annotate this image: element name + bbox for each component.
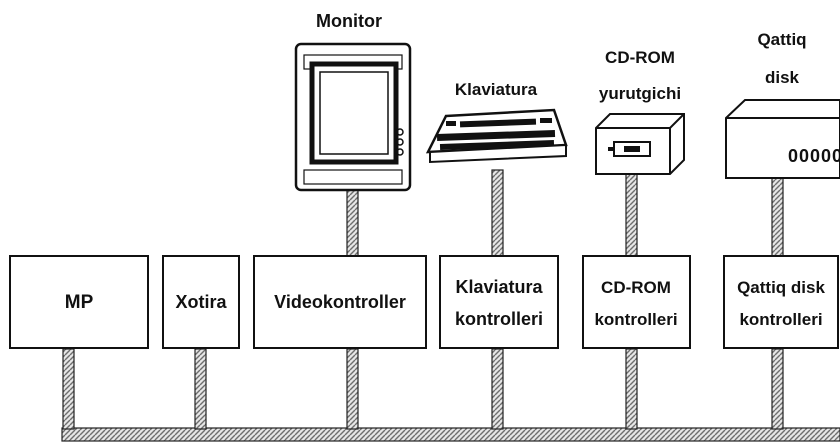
cdrom-label-line2: yurutgichi [599,84,681,103]
module-cdrom-controller: CD-ROM kontrolleri [583,256,690,348]
module-mp-label: MP [65,292,94,313]
hdd-label-line2: disk [765,68,800,87]
module-hdd-controller: Qattiq disk kontrolleri [724,256,838,348]
module-mp: MP [10,256,148,348]
monitor-label: Monitor [316,11,382,31]
connector-cdrom-ctrl [626,349,637,429]
module-video: Videokontroller [254,256,426,348]
connector-mp [63,349,74,429]
cd-ctrl-line2: kontrolleri [594,310,677,329]
connector-cdrom [626,174,637,256]
kbd-ctrl-line1: Klaviatura [455,277,543,297]
system-bus [62,428,840,441]
hdd-label-line1: Qattiq [757,30,806,49]
connector-memory [195,349,206,429]
hdd-device: Qattiq disk 00000 [726,30,840,178]
connector-hdd-ctrl [772,349,783,429]
cd-ctrl-line1: CD-ROM [601,278,671,297]
keyboard-label: Klaviatura [455,80,538,99]
module-video-label: Videokontroller [274,292,406,312]
cdrom-label-line1: CD-ROM [605,48,675,67]
kbd-ctrl-line2: kontrolleri [455,309,543,329]
module-memory-label: Xotira [175,292,227,312]
monitor-device: Monitor [296,11,410,190]
module-keyboard-controller: Klaviatura kontrolleri [440,256,558,348]
connector-keyboard [492,170,503,256]
hd-ctrl-line2: kontrolleri [739,310,822,329]
hdd-digits: 00000 [788,146,840,166]
cdrom-device: CD-ROM yurutgichi [596,48,684,174]
module-memory: Xotira [163,256,239,348]
hdd-icon [726,100,840,178]
keyboard-device: Klaviatura [428,80,566,162]
connector-monitor [347,190,358,256]
connector-keyboard-ctrl [492,349,503,429]
hd-ctrl-line1: Qattiq disk [737,278,825,297]
connector-video [347,349,358,429]
connector-hdd [772,178,783,256]
